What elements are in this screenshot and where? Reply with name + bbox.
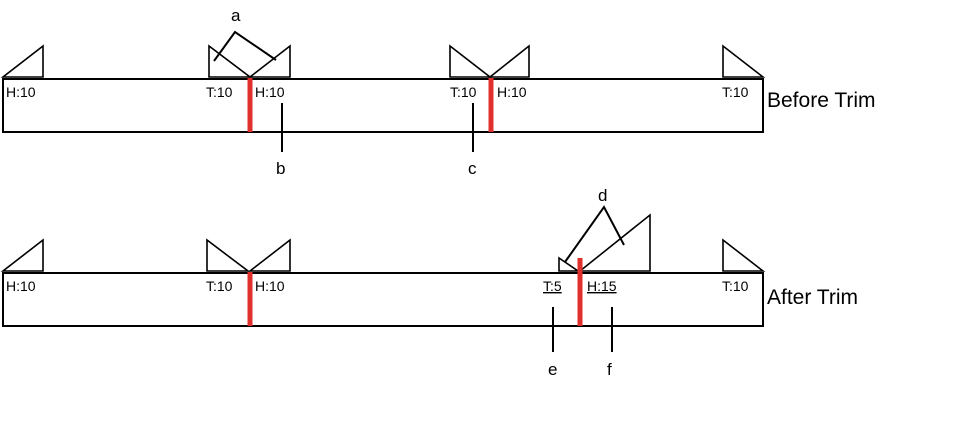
- before-tail-fade-3: [722, 44, 766, 78]
- callout-d-leader: [564, 205, 625, 263]
- callout-d: d: [598, 186, 607, 205]
- before-head-fade-1: [0, 44, 44, 78]
- before-label-t3: T:10: [722, 84, 749, 100]
- after-trim-row: H:10 T:10 H:10 T:5 H:15 T:10 After Trim …: [0, 186, 858, 379]
- after-label-t3: T:10: [722, 278, 749, 294]
- before-tail-fade-2: [449, 44, 493, 78]
- after-trim-label: After Trim: [767, 286, 858, 309]
- before-label-h3: H:10: [497, 84, 527, 100]
- after-timeline-track: [2, 272, 764, 327]
- after-head-fade-1: [0, 238, 44, 272]
- after-head-fade-2: [247, 238, 291, 272]
- before-head-fade-3: [487, 44, 530, 78]
- before-label-h2: H:10: [255, 84, 285, 100]
- before-head-fade-2: [247, 44, 291, 78]
- before-trim-label: Before Trim: [767, 89, 876, 112]
- callout-c: c: [468, 159, 477, 178]
- callout-a-leader: [213, 30, 277, 62]
- after-head-fade-3: [577, 213, 651, 272]
- callout-b: b: [276, 159, 285, 178]
- after-tail-fade-1: [206, 238, 251, 272]
- after-label-h1: H:10: [6, 278, 36, 294]
- after-label-h2: H:10: [255, 278, 285, 294]
- before-label-t2: T:10: [450, 84, 477, 100]
- after-label-t1: T:10: [206, 278, 233, 294]
- before-trim-row: H:10 T:10 H:10 T:10 H:10 T:10 Before Tri…: [0, 6, 876, 178]
- before-label-t1: T:10: [206, 84, 233, 100]
- callout-f: f: [607, 360, 612, 379]
- before-timeline-track: [2, 78, 764, 133]
- after-label-h3: H:15: [587, 278, 617, 294]
- before-label-h1: H:10: [6, 84, 36, 100]
- callout-e: e: [548, 360, 557, 379]
- after-tail-fade-2: [558, 256, 581, 272]
- before-tail-fade-1: [208, 44, 253, 78]
- after-tail-fade-3: [722, 238, 766, 272]
- callout-a: a: [231, 6, 241, 25]
- after-label-t2: T:5: [543, 278, 562, 294]
